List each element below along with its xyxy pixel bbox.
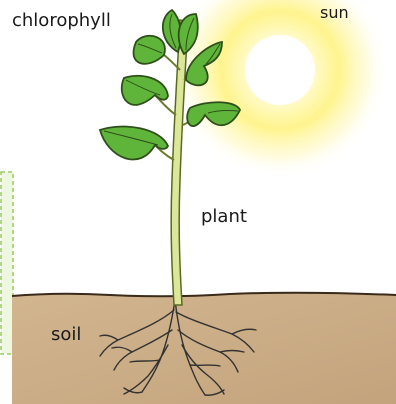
dashed-frame (1, 172, 13, 354)
soil (12, 293, 396, 404)
sun (245, 35, 315, 105)
sun-label: sun (320, 5, 349, 21)
plant-label: plant (201, 208, 247, 226)
soil-label: soil (51, 326, 81, 344)
leaf-bottom-left (100, 127, 168, 160)
chlorophyll-label: chlorophyll (12, 12, 111, 30)
leaf-upper-left (133, 36, 164, 64)
